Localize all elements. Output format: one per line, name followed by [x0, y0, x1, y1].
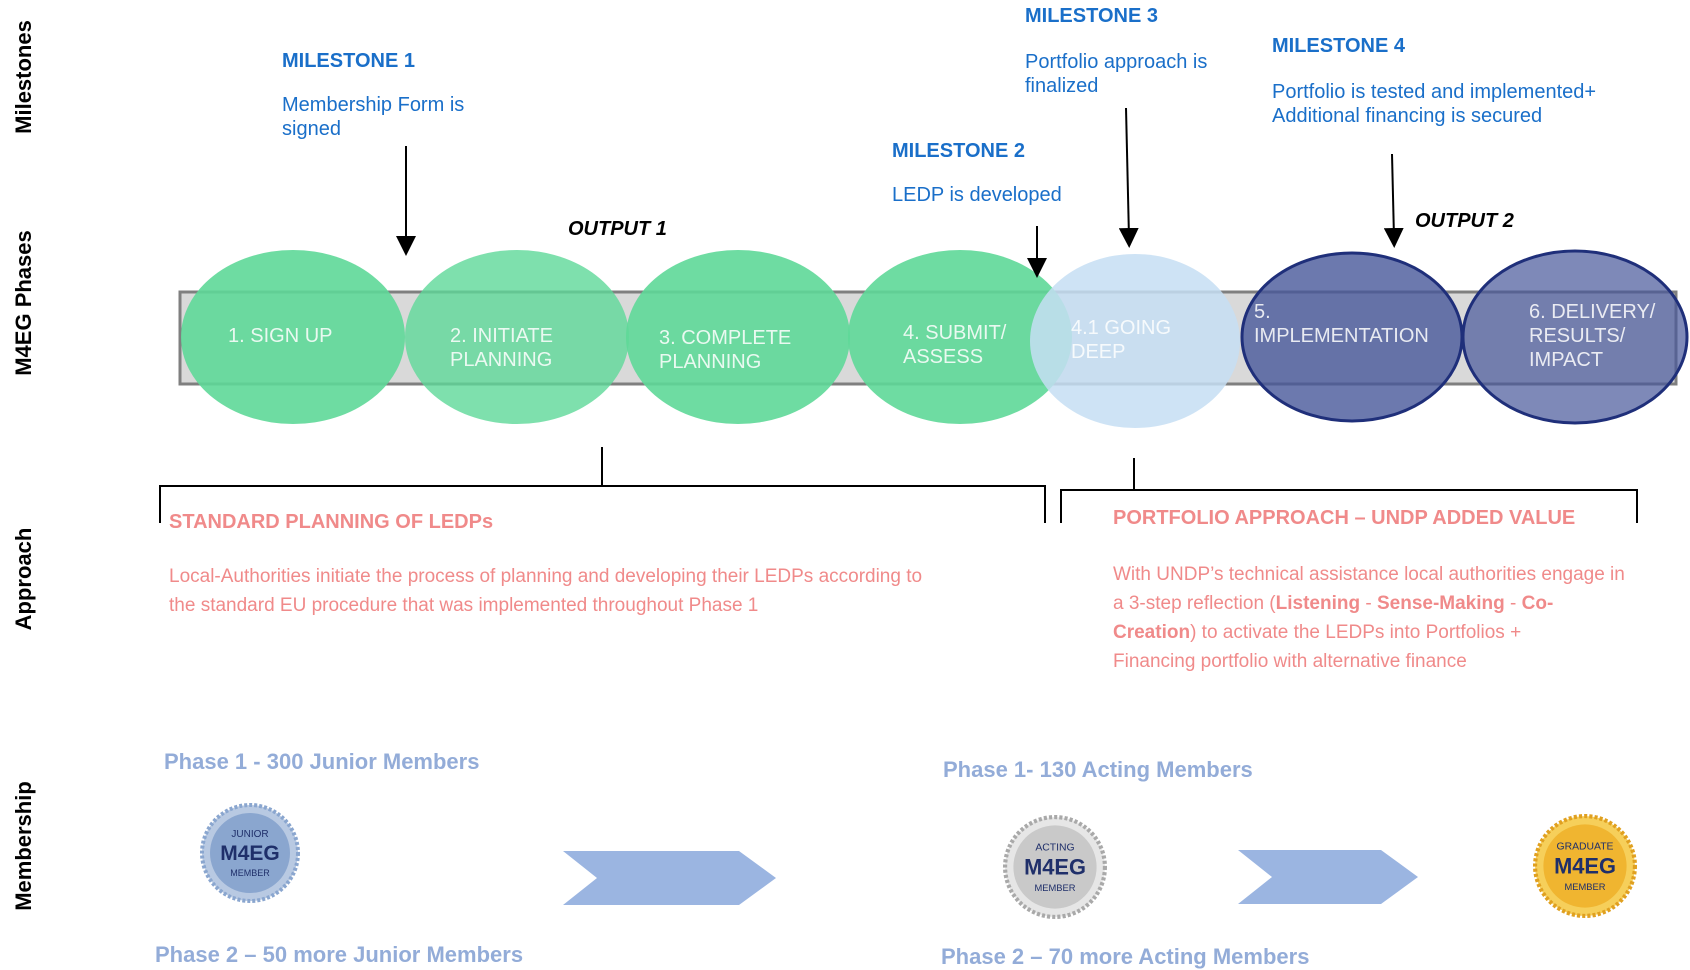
phase-ellipse-going-deep: [1030, 254, 1240, 428]
badge-top-text: GRADUATE: [1557, 841, 1614, 852]
milestone-3: MILESTONE 3 Portfolio approach is finali…: [1025, 5, 1207, 98]
approach-text-line: Creation) to activate the LEDPs into Por…: [1113, 618, 1625, 647]
membership-right-phase1: Phase 1- 130 Acting Members: [943, 757, 1253, 782]
phase-ellipse-sign-up: [181, 250, 405, 424]
approach-portfolio-text: With UNDP’s technical assistance local a…: [1113, 560, 1625, 676]
phase-label-line: ASSESS: [903, 346, 984, 368]
approach-standard: STANDARD PLANNING OF LEDPs Local-Authori…: [169, 511, 922, 620]
badge-junior-member: JUNIOR M4EG MEMBER: [200, 803, 300, 903]
milestone-text-line: Membership Form is: [282, 94, 465, 116]
milestone-text-line: Portfolio is tested and implemented+: [1272, 81, 1597, 103]
milestone-text: Portfolio is tested and implemented+ Add…: [1272, 80, 1596, 128]
phase-label-line: 5.: [1254, 301, 1271, 323]
phase-label-line: 1. SIGN UP: [228, 325, 333, 347]
milestone-text: LEDP is developed: [892, 183, 1062, 207]
milestone-title: MILESTONE 2: [892, 140, 1025, 162]
milestone-title: MILESTONE 4: [1272, 35, 1405, 57]
milestone-text-line: LEDP is developed: [892, 184, 1062, 206]
phase-label-line: PLANNING: [450, 349, 553, 371]
progress-chevron-right: [1238, 850, 1418, 904]
approach-portfolio-title: PORTFOLIO APPROACH – UNDP ADDED VALUE: [1113, 507, 1576, 529]
approach-standard-title: STANDARD PLANNING OF LEDPs: [169, 511, 494, 533]
phase-label-implementation: 5. IMPLEMENTATION: [1254, 300, 1429, 348]
phase-label-going-deep: 4.1 GOING DEEP: [1071, 316, 1171, 364]
milestone-title: MILESTONE 3: [1025, 5, 1158, 27]
phase-label-initiate: 2. INITIATE PLANNING: [450, 324, 553, 372]
approach-text-bold: Listening: [1275, 593, 1361, 614]
membership-left-phase1: Phase 1 - 300 Junior Members: [164, 749, 480, 774]
output-2-label: OUTPUT 2: [1415, 210, 1514, 232]
membership-right-phase2: Phase 2 – 70 more Acting Members: [941, 944, 1310, 969]
bracket-right: [1060, 489, 1638, 523]
badge-bot-text: MEMBER: [230, 868, 270, 878]
milestone-text-line: finalized: [1025, 75, 1099, 97]
badge-mid-text: M4EG: [220, 842, 280, 865]
approach-text-line: the standard EU procedure that was imple…: [169, 595, 759, 616]
approach-text-fragment: -: [1360, 593, 1377, 614]
approach-text-line: Local-Authorities initiate the process o…: [169, 566, 923, 587]
progress-chevron-left: [563, 851, 776, 905]
approach-text-fragment: -: [1504, 593, 1522, 614]
badge-acting-member: ACTING M4EG MEMBER: [1003, 815, 1107, 919]
approach-text-line: a 3-step reflection (Listening - Sense-M…: [1113, 589, 1625, 618]
approach-text-bold: Creation: [1113, 622, 1191, 643]
milestone-text: Membership Form is signed: [282, 93, 464, 141]
phase-label-submit: 4. SUBMIT/ ASSESS: [903, 321, 1006, 369]
phase-label-line: IMPACT: [1529, 349, 1604, 371]
badge-bot-text: MEMBER: [1034, 883, 1075, 893]
milestone-text-line: signed: [282, 118, 341, 140]
phase-label-line: 4. SUBMIT/: [903, 322, 1007, 344]
phase-ellipse-delivery: [1461, 249, 1689, 425]
phase-ellipse-complete-planning: [626, 250, 850, 424]
milestone-text: Portfolio approach is finalized: [1025, 50, 1207, 98]
approach-text-bold: Sense-Making: [1376, 593, 1505, 614]
phase-label-complete: 3. COMPLETE PLANNING: [659, 326, 791, 374]
membership-left-phase2: Phase 2 – 50 more Junior Members: [155, 942, 524, 967]
approach-text-fragment: ) to activate the LEDPs into Portfolios …: [1190, 622, 1522, 643]
badge-top-text: ACTING: [1035, 842, 1074, 853]
phase-label-line: DEEP: [1071, 341, 1126, 363]
approach-text-line: Financing portfolio with alternative fin…: [1113, 651, 1467, 672]
phase-label-line: RESULTS/: [1529, 325, 1626, 347]
milestone-4: MILESTONE 4 Portfolio is tested and impl…: [1272, 35, 1596, 128]
badge-top-text: JUNIOR: [231, 829, 268, 840]
badge-mid-text: M4EG: [1024, 854, 1086, 879]
approach-text-line: With UNDP’s technical assistance local a…: [1113, 564, 1625, 585]
milestone-1: MILESTONE 1 Membership Form is signed: [282, 50, 464, 141]
approach-text-fragment: a 3-step reflection (: [1113, 593, 1276, 614]
phase-label-line: 2. INITIATE: [450, 325, 553, 347]
phase-label-line: IMPLEMENTATION: [1254, 325, 1429, 347]
badge-mid-text: M4EG: [1554, 853, 1616, 878]
phase-label-line: PLANNING: [659, 351, 762, 373]
milestone-3-arrow: [1118, 107, 1139, 248]
milestone-text-line: Additional financing is secured: [1272, 105, 1543, 127]
approach-portfolio: PORTFOLIO APPROACH – UNDP ADDED VALUE Wi…: [1113, 507, 1625, 676]
milestone-2: MILESTONE 2 LEDP is developed: [892, 140, 1062, 207]
badge-graduate-member: GRADUATE M4EG MEMBER: [1533, 814, 1637, 918]
bracket-left: [159, 485, 1046, 523]
phase-ellipse-submit-assess: [848, 250, 1072, 424]
output-1-label: OUTPUT 1: [568, 218, 667, 240]
phase-label-line: 4.1 GOING: [1071, 317, 1172, 339]
milestone-text-line: Portfolio approach is: [1025, 51, 1208, 73]
approach-text-bold: Co-: [1521, 593, 1554, 614]
phase-label-sign-up: 1. SIGN UP: [228, 324, 332, 348]
phase-label-line: 6. DELIVERY/: [1529, 301, 1656, 323]
milestone-title: MILESTONE 1: [282, 50, 415, 72]
phase-ellipse-initiate-planning: [405, 250, 629, 424]
approach-standard-text: Local-Authorities initiate the process o…: [169, 562, 922, 620]
badge-bot-text: MEMBER: [1564, 882, 1605, 892]
phase-label-delivery: 6. DELIVERY/ RESULTS/ IMPACT: [1529, 300, 1655, 372]
milestone-4-arrow: [1383, 153, 1404, 248]
phase-label-line: 3. COMPLETE: [659, 327, 792, 349]
